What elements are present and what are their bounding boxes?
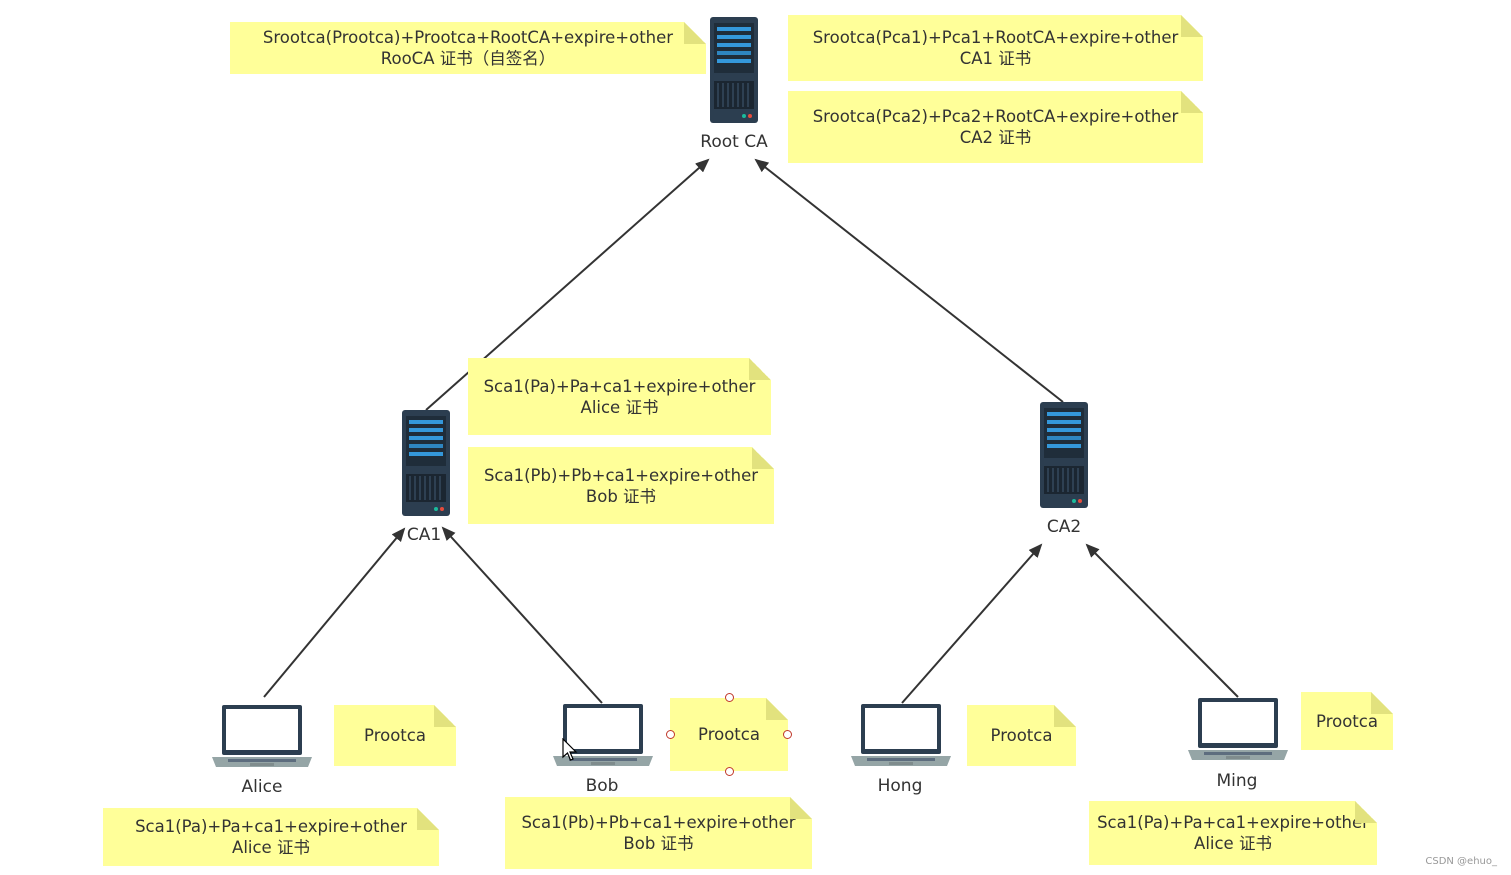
note-bob-prootca[interactable]: Prootca [670, 698, 788, 771]
note-ming-cert[interactable]: Sca1(Pa)+Pa+ca1+expire+other Alice 证书 [1089, 801, 1377, 865]
hong-laptop-icon[interactable] [849, 703, 953, 767]
ca1-server-icon[interactable] [402, 410, 450, 516]
note-line: RooCA 证书（自签名） [380, 49, 556, 68]
ca2-label: CA2 [1046, 517, 1082, 537]
edge-ca2-to-root [754, 158, 1064, 403]
resize-handle-right[interactable] [783, 730, 792, 739]
edge-hong-to-ca2 [901, 543, 1043, 704]
note-ca1-cert[interactable]: Srootca(Pca1)+Pca1+RootCA+expire+other C… [788, 15, 1203, 81]
resize-handle-bottom[interactable] [725, 767, 734, 776]
ming-laptop-icon[interactable] [1186, 697, 1290, 761]
note-line: Srootca(Prootca)+Prootca+RootCA+expire+o… [262, 28, 674, 47]
note-ca1-alice-cert[interactable]: Sca1(Pa)+Pa+ca1+expire+other Alice 证书 [468, 358, 771, 435]
note-line: Prootca [364, 726, 426, 745]
edge-bob-to-ca1 [441, 526, 603, 704]
note-line: Sca1(Pa)+Pa+ca1+expire+other [135, 817, 407, 836]
resize-handle-left[interactable] [666, 730, 675, 739]
note-root-self-cert[interactable]: Srootca(Prootca)+Prootca+RootCA+expire+o… [230, 22, 706, 74]
root-ca-label: Root CA [700, 132, 768, 152]
note-line: Bob 证书 [585, 486, 657, 506]
note-line: Srootca(Pca2)+Pca2+RootCA+expire+other [812, 107, 1179, 126]
ca2-server-icon[interactable] [1040, 402, 1088, 508]
note-line: Alice 证书 [1194, 834, 1272, 853]
note-ming-prootca[interactable]: Prootca [1301, 692, 1393, 750]
note-line: Alice 证书 [232, 838, 310, 857]
note-ca1-bob-cert[interactable]: Sca1(Pb)+Pb+ca1+expire+other Bob 证书 [468, 447, 774, 524]
note-line: Prootca [1316, 711, 1378, 731]
note-line: Alice 证书 [580, 397, 659, 417]
note-line: CA1 证书 [959, 49, 1032, 68]
edge-ming-to-ca2 [1085, 543, 1239, 698]
note-ca2-cert[interactable]: Srootca(Pca2)+Pca2+RootCA+expire+other C… [788, 91, 1203, 163]
note-line: Sca1(Pb)+Pb+ca1+expire+other [521, 813, 796, 832]
note-line: Sca1(Pa)+Pa+ca1+expire+other [1097, 813, 1369, 832]
note-line: Prootca [990, 726, 1053, 745]
note-line: Sca1(Pa)+Pa+ca1+expire+other [483, 376, 756, 396]
alice-laptop-icon[interactable] [210, 704, 314, 768]
note-alice-cert[interactable]: Sca1(Pa)+Pa+ca1+expire+other Alice 证书 [103, 808, 439, 866]
root-ca-server-icon[interactable] [710, 17, 758, 123]
note-line: Sca1(Pb)+Pb+ca1+expire+other [483, 465, 759, 485]
note-line: CA2 证书 [959, 128, 1032, 147]
alice-label: Alice [241, 777, 283, 797]
note-hong-prootca[interactable]: Prootca [967, 705, 1076, 766]
hong-label: Hong [877, 776, 923, 796]
bob-label: Bob [585, 776, 619, 796]
mouse-cursor-icon [562, 738, 578, 761]
note-bob-cert[interactable]: Sca1(Pb)+Pb+ca1+expire+other Bob 证书 [505, 797, 812, 869]
edge-alice-to-ca1 [263, 527, 406, 698]
watermark: CSDN @ehuo_ [1425, 856, 1497, 867]
note-line: Bob 证书 [623, 834, 694, 853]
ming-label: Ming [1216, 771, 1258, 791]
note-line: Srootca(Pca1)+Pca1+RootCA+expire+other [812, 28, 1179, 47]
bob-laptop-icon[interactable] [551, 703, 655, 767]
note-line: Prootca [698, 725, 760, 744]
resize-handle-top[interactable] [725, 693, 734, 702]
note-alice-prootca[interactable]: Prootca [334, 705, 456, 766]
ca1-label: CA1 [406, 525, 442, 545]
